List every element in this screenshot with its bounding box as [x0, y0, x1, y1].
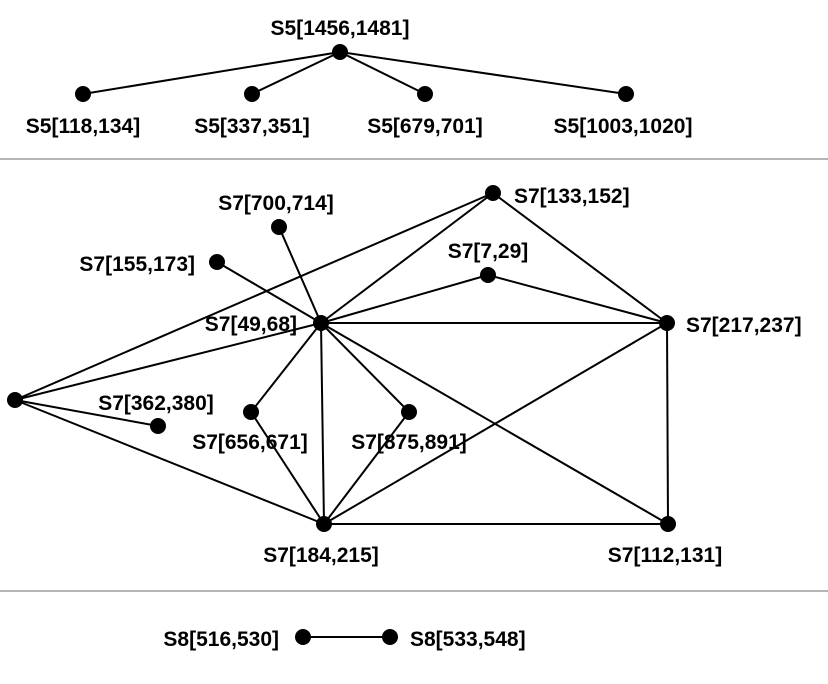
node-label-n875: S7[875,891]: [351, 431, 467, 454]
node-label-n362: S7[362,380]: [98, 392, 214, 415]
node-n700: [271, 219, 287, 235]
node-label-n656: S7[656,671]: [192, 431, 308, 454]
edge-nleft-n362: [14, 399, 159, 427]
node-label-n49: S7[49,68]: [205, 313, 297, 336]
edge-s5_root-s5_a: [82, 51, 341, 95]
node-s5_d: [618, 86, 634, 102]
node-label-s8_a: S8[516,530]: [163, 628, 279, 651]
edge-n217-n184: [323, 322, 668, 525]
edge-n49-n133: [320, 192, 494, 324]
node-n656: [243, 404, 259, 420]
edge-s5_root-s5_c: [339, 51, 426, 95]
edges-layer: [14, 51, 669, 638]
edge-n133-nleft: [14, 192, 494, 401]
edge-n49-n875: [320, 322, 410, 413]
node-n49: [313, 315, 329, 331]
node-n362: [150, 418, 166, 434]
node-label-s5_a: S5[118,134]: [26, 115, 140, 138]
node-s5_b: [244, 86, 260, 102]
node-n875: [401, 404, 417, 420]
edge-n217-n112: [666, 322, 669, 525]
edge-n656-n184: [250, 411, 325, 525]
edge-n49-n7: [320, 274, 489, 324]
node-s5_a: [75, 86, 91, 102]
node-n7: [480, 267, 496, 283]
node-label-s5_c: S5[679,701]: [367, 115, 483, 138]
node-label-s5_b: S5[337,351]: [194, 115, 310, 138]
edge-nleft-n184: [14, 399, 325, 525]
node-s5_c: [417, 86, 433, 102]
node-n112: [660, 516, 676, 532]
edge-n7-n217: [487, 274, 668, 324]
node-label-s8_b: S8[533,548]: [410, 628, 526, 651]
node-n184: [316, 516, 332, 532]
node-label-n155: S7[155,173]: [79, 253, 195, 276]
node-label-s5_root: S5[1456,1481]: [271, 17, 410, 40]
edge-n133-n217: [492, 192, 668, 324]
node-label-n700: S7[700,714]: [218, 192, 334, 215]
edge-n49-n155: [216, 261, 322, 324]
labels-layer: S5[1456,1481] S5[118,134] S5[337,351] S5[67…: [26, 17, 802, 651]
node-s5_root: [332, 44, 348, 60]
edge-s5_root-s5_b: [251, 51, 341, 95]
node-label-n133: S7[133,152]: [514, 185, 630, 208]
nodes-layer: [7, 44, 676, 645]
node-nleft: [7, 392, 23, 408]
edge-n49-n700: [278, 226, 322, 324]
node-s8_a: [295, 629, 311, 645]
node-n155: [209, 254, 225, 270]
edge-n875-n184: [323, 411, 410, 525]
node-label-n217: S7[217,237]: [686, 314, 802, 337]
node-label-n112: S7[112,131]: [608, 544, 722, 567]
node-s8_b: [382, 629, 398, 645]
node-label-n184: S7[184,215]: [263, 544, 379, 567]
node-label-s5_d: S5[1003,1020]: [554, 115, 693, 138]
node-n217: [659, 315, 675, 331]
node-n133: [485, 185, 501, 201]
edge-n49-n184: [320, 322, 325, 525]
node-label-n7: S7[7,29]: [448, 240, 529, 263]
edge-n49-n656: [250, 322, 322, 413]
edge-n49-nleft: [14, 322, 322, 401]
edge-s5_root-s5_d: [339, 51, 627, 95]
